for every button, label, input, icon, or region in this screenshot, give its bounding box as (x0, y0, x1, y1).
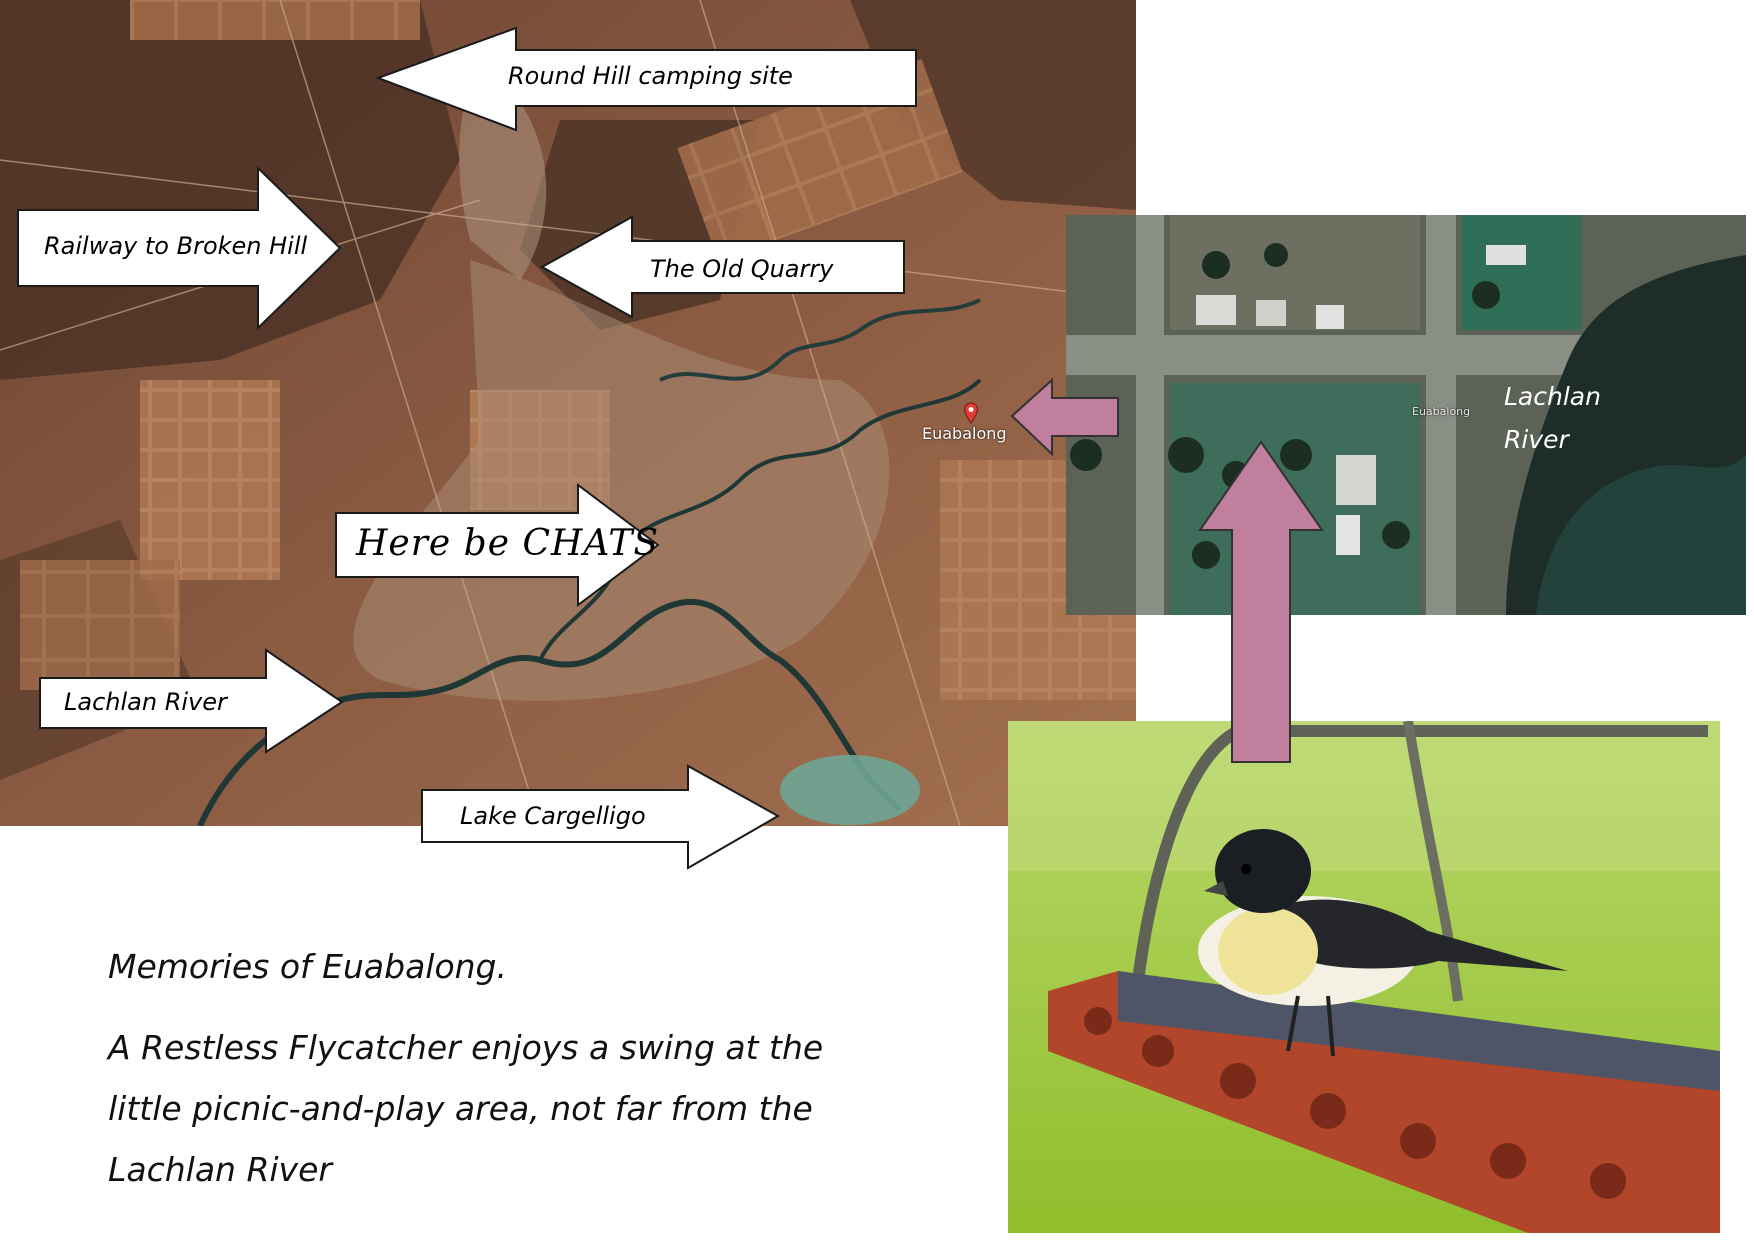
arrow-round-hill: Round Hill camping site (375, 26, 918, 134)
town-closeup-terrain (1066, 215, 1746, 615)
arrow-right-shape (17, 165, 342, 331)
arrow-right-shape (421, 764, 781, 870)
caption-body: A Restless Flycatcher enjoys a swing at … (108, 1028, 824, 1189)
bird-photo (1008, 721, 1720, 1233)
town-closeup-pin-label: Euabalong (1412, 405, 1471, 418)
arrow-lachlan-left: Lachlan River (38, 648, 344, 754)
label-railway: Railway to Broken Hill (44, 232, 308, 260)
label-lachlan-right-2: River (1504, 425, 1569, 454)
label-chats: Here be CHATS (356, 523, 660, 564)
label-old-quarry: The Old Quarry (650, 255, 834, 283)
caption-title: Memories of Euabalong. (108, 947, 507, 986)
arrow-lake: Lake Cargelligo (420, 764, 781, 870)
label-lachlan-right-1: Lachlan (1504, 382, 1601, 411)
arrow-left-shape (539, 215, 905, 319)
arrow-left-shape (375, 26, 917, 132)
pink-arrow-left (1010, 378, 1119, 457)
label-lachlan-left: Lachlan River (64, 688, 227, 716)
town-closeup-map: Euabalong Lachlan River (1066, 215, 1746, 615)
arrow-chats: Here be CHATS (334, 483, 660, 609)
label-lake: Lake Cargelligo (460, 802, 646, 830)
restless-flycatcher-illustration (1008, 721, 1720, 1233)
arrow-right-shape (39, 648, 344, 754)
map-town-label: Euabalong (922, 424, 1007, 443)
pink-arrow-up (1198, 440, 1324, 763)
map-pin-icon (963, 402, 979, 424)
arrow-railway: Railway to Broken Hill (16, 165, 342, 331)
arrow-old-quarry: The Old Quarry (539, 215, 906, 319)
label-round-hill: Round Hill camping site (508, 62, 793, 90)
arrow-right-shape (335, 483, 660, 607)
